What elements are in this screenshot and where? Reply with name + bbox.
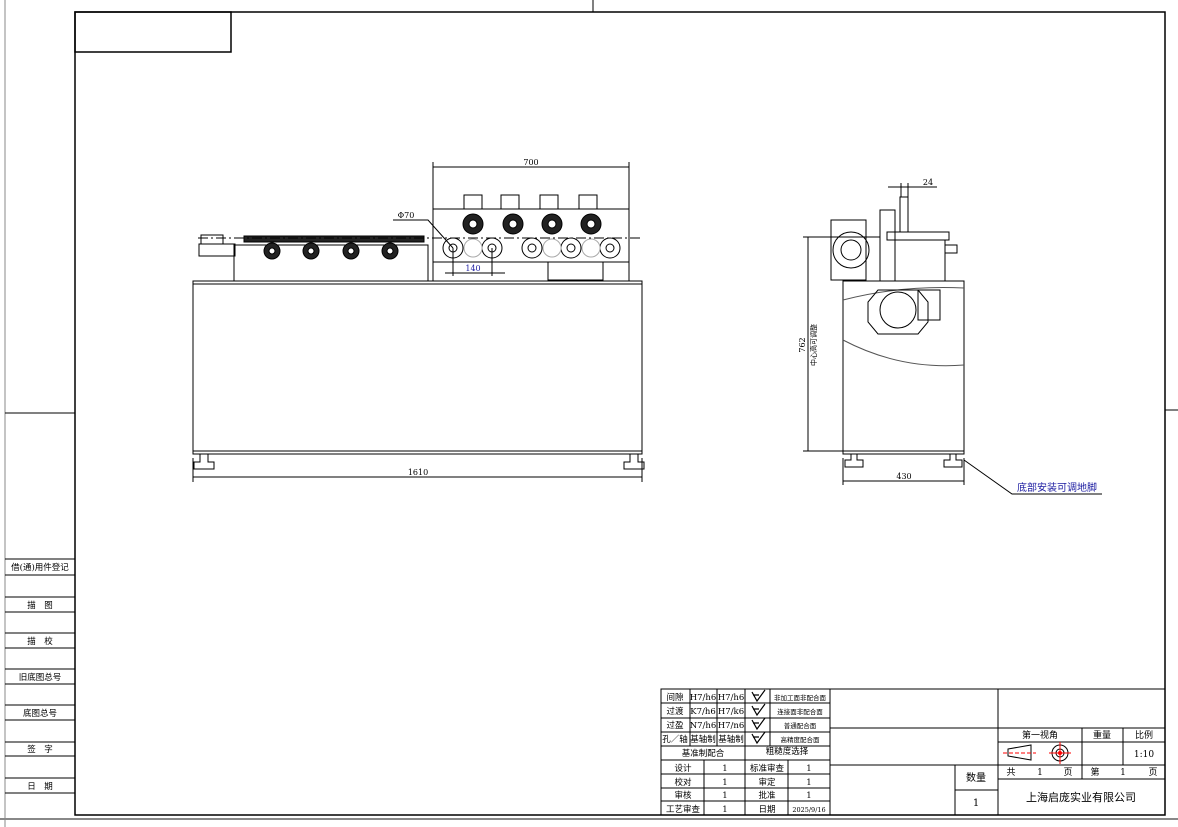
approval-value: 1 xyxy=(806,764,811,774)
fit-surface: 连接面非配合面 xyxy=(777,707,823,716)
approval-value: 1 xyxy=(806,778,811,788)
side-view xyxy=(803,183,1102,495)
sidebar-label: 借(通)用件登记 xyxy=(11,562,69,573)
scale-label: 比例 xyxy=(1135,729,1153,741)
approval-date: 2025/9/16 xyxy=(792,806,825,814)
fit-shaft: H7/h6 xyxy=(718,693,745,703)
approval-value: 1 xyxy=(722,791,727,801)
approval-label: 日期 xyxy=(758,805,775,815)
front-view xyxy=(192,162,645,482)
fit-type: 孔／轴 xyxy=(662,734,688,745)
dimension-700: 700 xyxy=(523,158,538,167)
fit-hole: K7/h6 xyxy=(690,707,716,717)
approval-label: 标准审查 xyxy=(750,763,785,774)
center-height-note: 中心高可调整 xyxy=(809,324,818,366)
first-angle-projection-icon xyxy=(1003,742,1071,764)
approval-label: 审定 xyxy=(758,777,776,788)
approval-value: 1 xyxy=(722,764,727,774)
fit-surface: 非加工面非配合面 xyxy=(774,693,827,702)
approval-value: 1 xyxy=(806,791,811,801)
total-pages-label: 共 xyxy=(1006,767,1015,778)
quantity-value: 1 xyxy=(973,798,979,809)
quantity-label: 数量 xyxy=(966,771,986,784)
dimension-140: 140 xyxy=(465,264,480,273)
sidebar-label: 旧底图总号 xyxy=(19,672,62,683)
approval-label: 工艺审查 xyxy=(666,804,701,815)
scale-value: 1:10 xyxy=(1134,750,1154,760)
title-block-grid xyxy=(660,688,1166,816)
dimension-762: 762 xyxy=(798,337,807,352)
roughness-icon xyxy=(751,689,766,745)
fit-type: 过渡 xyxy=(666,706,684,717)
fit-surface: 普通配合面 xyxy=(784,721,817,730)
feet-note: 底部安装可调地脚 xyxy=(1017,481,1097,494)
fit-hole: N7/h6 xyxy=(690,721,717,731)
projection-label: 第一视角 xyxy=(1022,729,1058,741)
company-name: 上海启庞实业有限公司 xyxy=(1026,790,1136,804)
sidebar-label: 签 字 xyxy=(27,744,53,755)
fit-shaft: H7/n6 xyxy=(718,721,745,731)
approval-label: 校对 xyxy=(674,777,692,788)
approval-value: 1 xyxy=(722,778,727,788)
fit-type: 过盈 xyxy=(666,720,684,731)
weight-label: 重量 xyxy=(1093,729,1111,741)
dimension-24: 24 xyxy=(923,178,933,187)
dimension-diameter-70: Φ70 xyxy=(398,211,415,220)
fit-footer-left: 基准制配合 xyxy=(682,748,725,759)
approval-label: 审核 xyxy=(674,790,692,801)
fit-hole: H7/h6 xyxy=(690,693,717,703)
sidebar-label: 描 图 xyxy=(27,600,53,611)
fit-shaft: 基轴制 xyxy=(718,734,744,745)
approval-value: 1 xyxy=(722,805,727,815)
sidebar-label: 底图总号 xyxy=(23,708,57,719)
approval-label: 设计 xyxy=(674,763,692,774)
current-page: 1 xyxy=(1120,768,1126,778)
page-unit: 页 xyxy=(1063,767,1072,778)
fit-type: 间隙 xyxy=(666,692,684,703)
dimension-1610: 1610 xyxy=(408,468,428,477)
fit-surface: 高精度配合面 xyxy=(781,735,821,744)
fit-shaft: H7/k6 xyxy=(718,707,744,717)
dimension-430: 430 xyxy=(896,472,911,481)
current-page-label: 第 xyxy=(1090,766,1099,778)
sidebar-label: 描 校 xyxy=(27,636,53,647)
page-unit: 页 xyxy=(1148,767,1157,778)
total-pages: 1 xyxy=(1037,768,1043,778)
approval-label: 批准 xyxy=(758,790,776,801)
fit-footer-right: 粗糙度选择 xyxy=(766,746,809,757)
sidebar-grid xyxy=(5,558,75,794)
sidebar-label: 日 期 xyxy=(27,782,53,792)
fit-hole: 基轴制 xyxy=(690,734,716,745)
